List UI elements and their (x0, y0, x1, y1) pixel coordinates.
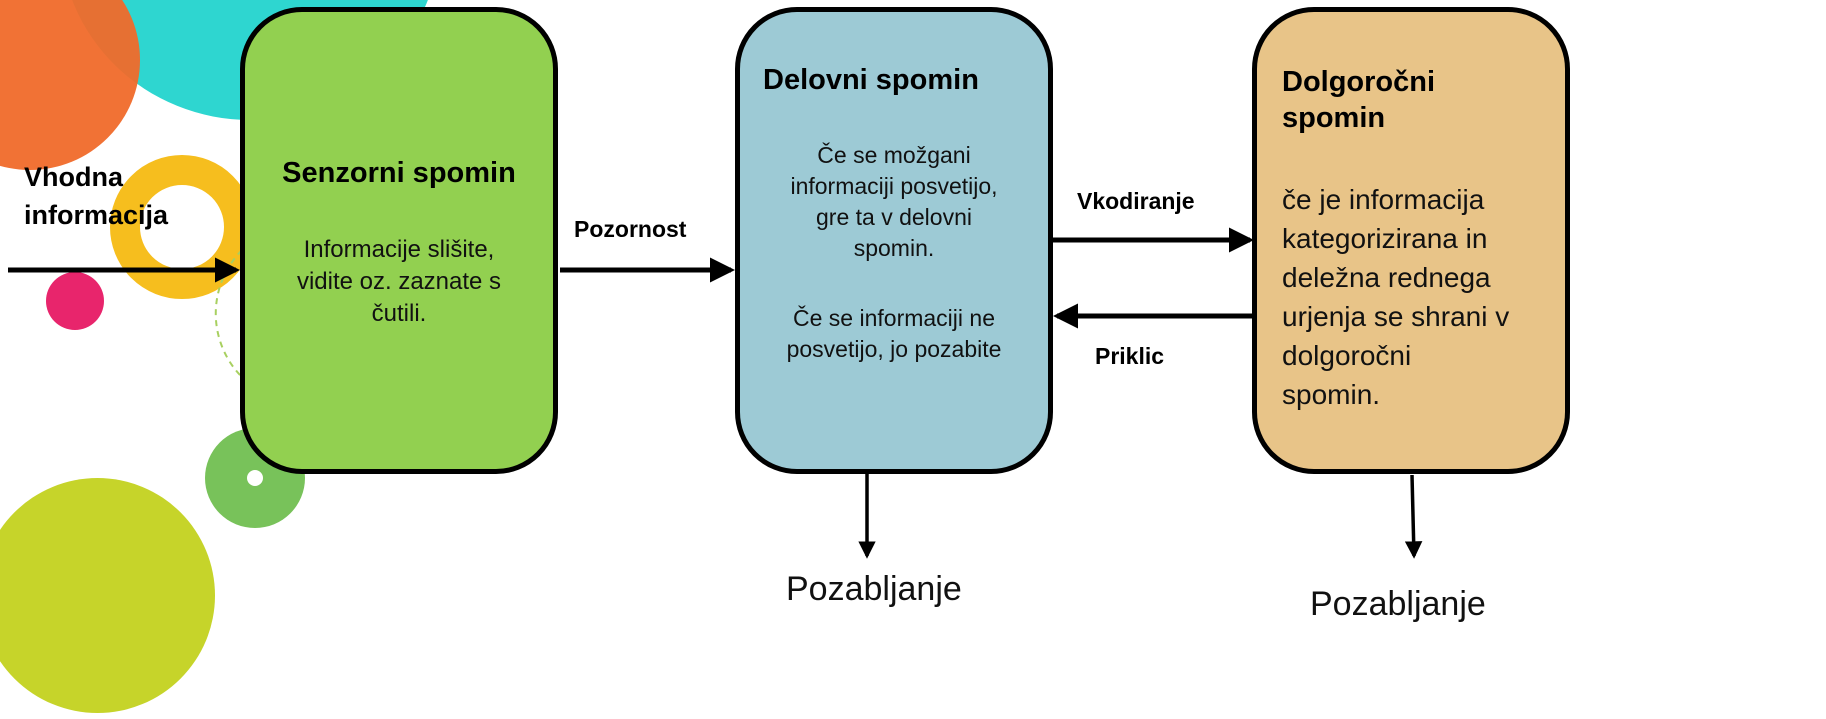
long-term-forgetting-arrow (1404, 474, 1423, 559)
encoding-label: Vkodiranje (1077, 188, 1195, 214)
attention-label: Pozornost (574, 216, 687, 242)
sensory-memory-title: Senzorni spomin (282, 157, 516, 189)
decorative-lime-circle (0, 478, 215, 713)
working-forgetting-label: Pozabljanje (786, 570, 962, 608)
sensory-memory-box: Senzorni spomin Informacije slišite, vid… (240, 7, 558, 474)
long-term-memory-text: če je informacija kategorizirana in dele… (1282, 184, 1510, 410)
input-label-line1: Vhodna (24, 162, 123, 192)
long-term-memory-title-line1: Dolgoročni (1282, 66, 1436, 98)
retrieval-label: Priklic (1095, 343, 1165, 369)
long-term-memory-title: Dolgoročni spomin (1282, 64, 1435, 136)
long-term-memory-box: Dolgoročni spomin če je informacija kate… (1252, 7, 1570, 474)
input-label: Vhodna informacija (24, 158, 168, 234)
input-label-line2: informacija (24, 200, 169, 230)
decorative-dashed-arc (214, 224, 291, 381)
sensory-memory-text: Informacije slišite, vidite oz. zaznate … (296, 236, 502, 327)
decorative-white-dot (247, 470, 263, 486)
working-memory-box: Delovni spomin Če se možgani informaciji… (735, 7, 1053, 474)
decorative-pink-dot (46, 272, 104, 330)
long-term-forgetting-label: Pozabljanje (1310, 585, 1486, 623)
working-memory-title: Delovni spomin (763, 64, 979, 96)
long-term-memory-title-line2: spomin (1282, 102, 1386, 134)
working-memory-text-forgotten: Če se informaciji ne posvetijo, jo pozab… (786, 305, 1002, 362)
working-memory-text-attended: Če se možgani informaciji posvetijo, gre… (790, 142, 998, 261)
